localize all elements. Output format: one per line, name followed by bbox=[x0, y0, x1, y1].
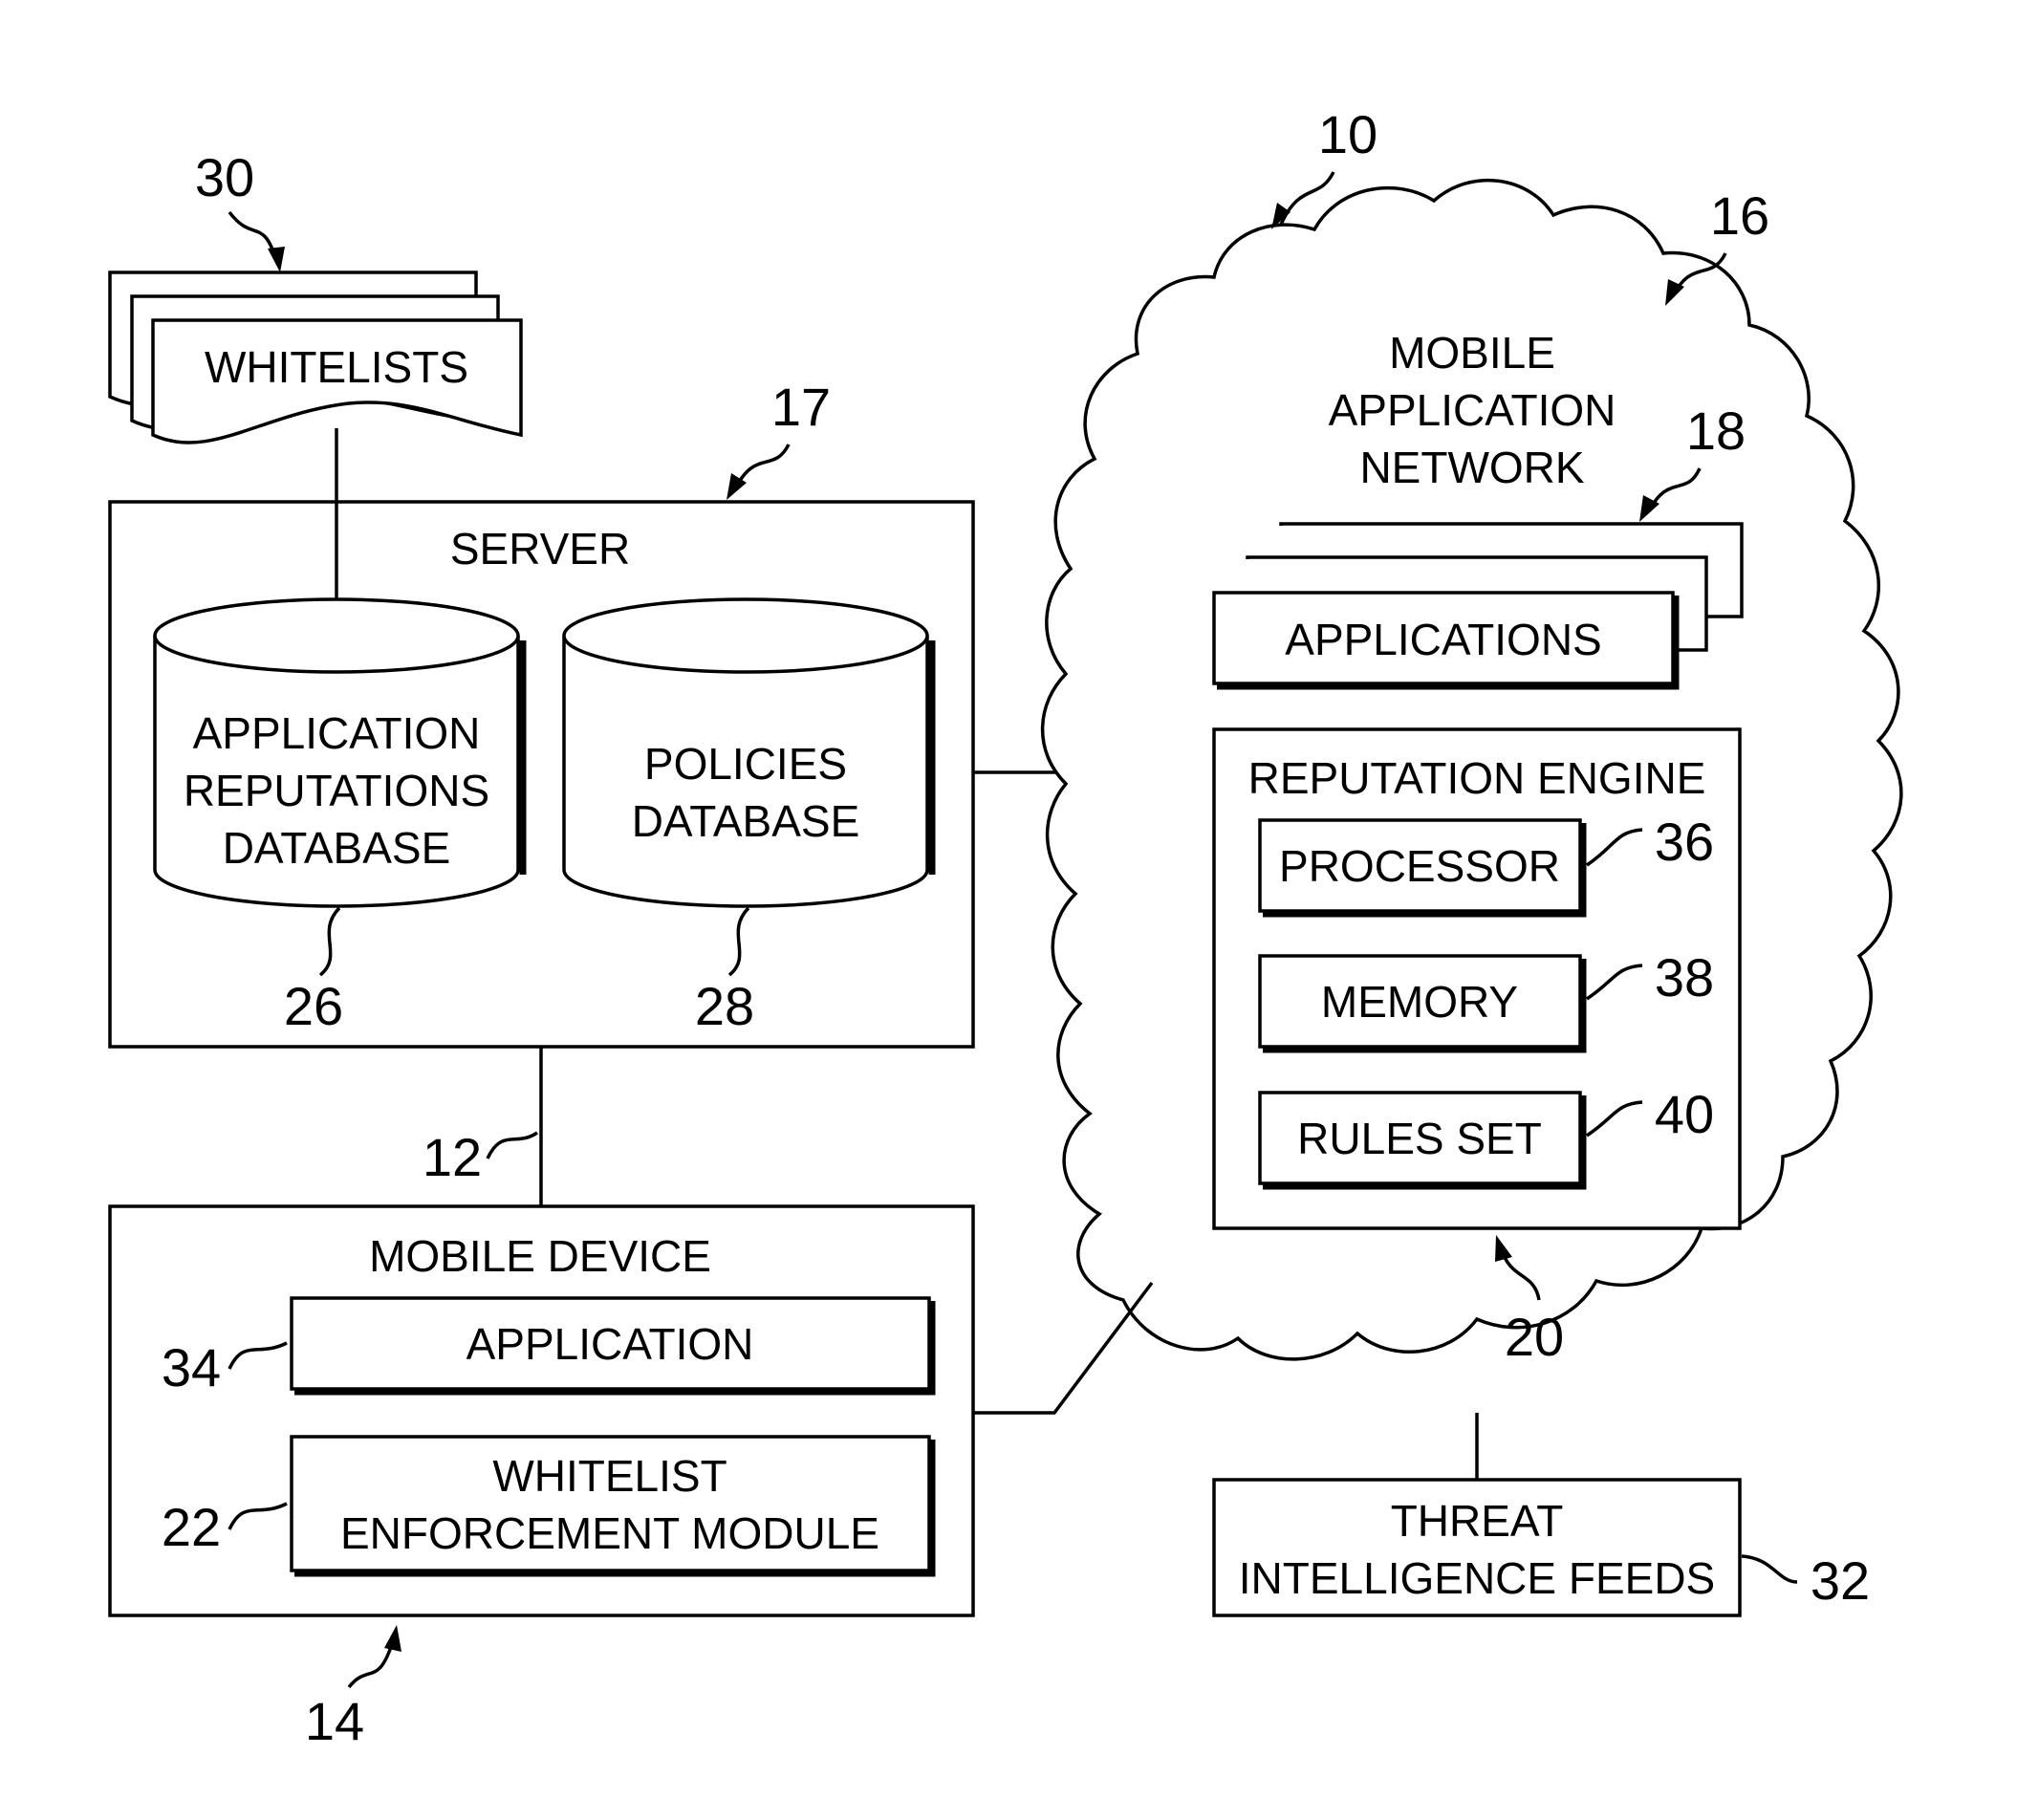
ref-40: 40 bbox=[1655, 1084, 1714, 1144]
ref-18: 18 bbox=[1686, 401, 1746, 461]
ref-28: 28 bbox=[695, 976, 754, 1036]
ref-16: 16 bbox=[1710, 185, 1769, 246]
ref-12: 12 bbox=[423, 1127, 482, 1187]
application-box: APPLICATION bbox=[292, 1298, 932, 1392]
wem-label-1: WHITELIST bbox=[492, 1451, 727, 1501]
ref-17: 17 bbox=[771, 377, 831, 437]
memory-label: MEMORY bbox=[1321, 977, 1518, 1027]
app-rep-db-label-1: APPLICATION bbox=[193, 708, 481, 758]
policies-database: POLICIES DATABASE bbox=[564, 599, 932, 906]
ref-30: 30 bbox=[195, 147, 254, 207]
ref-14-arrowhead bbox=[384, 1625, 401, 1652]
ref-34: 34 bbox=[162, 1337, 221, 1398]
ref-36: 36 bbox=[1655, 812, 1714, 872]
wem-label-2: ENFORCEMENT MODULE bbox=[340, 1508, 879, 1558]
ref-22: 22 bbox=[162, 1497, 221, 1557]
ref-38: 38 bbox=[1655, 947, 1714, 1008]
ref-32: 32 bbox=[1811, 1550, 1870, 1611]
policies-db-label-2: DATABASE bbox=[632, 796, 860, 846]
network-label-line-1: MOBILE bbox=[1389, 328, 1555, 378]
rules-set-label: RULES SET bbox=[1297, 1114, 1542, 1163]
reputation-engine-label: REPUTATION ENGINE bbox=[1248, 753, 1706, 803]
network-label-line-3: NETWORK bbox=[1359, 443, 1584, 492]
threat-label-2: INTELLIGENCE FEEDS bbox=[1239, 1553, 1715, 1603]
application-reputations-database: APPLICATION REPUTATIONS DATABASE bbox=[155, 599, 523, 906]
whitelists-documents: WHITELISTS bbox=[110, 272, 521, 443]
server-label: SERVER bbox=[450, 524, 630, 574]
processor-label: PROCESSOR bbox=[1279, 841, 1560, 891]
ref-30-arrowhead bbox=[268, 247, 285, 272]
ref-20-arrowhead bbox=[1495, 1235, 1512, 1262]
applications-label: APPLICATIONS bbox=[1285, 615, 1601, 664]
app-rep-db-label-2: REPUTATIONS bbox=[184, 766, 489, 815]
ref-10: 10 bbox=[1318, 104, 1377, 164]
policies-db-label-1: POLICIES bbox=[644, 739, 847, 789]
whitelist-enforcement-module-box: WHITELIST ENFORCEMENT MODULE bbox=[292, 1437, 932, 1573]
threat-intelligence-feeds-box: THREAT INTELLIGENCE FEEDS bbox=[1214, 1480, 1740, 1615]
whitelists-label: WHITELISTS bbox=[205, 342, 468, 392]
threat-label-1: THREAT bbox=[1391, 1496, 1564, 1546]
app-rep-db-label-3: DATABASE bbox=[223, 823, 451, 873]
processor-box: PROCESSOR bbox=[1260, 820, 1583, 914]
ref-14: 14 bbox=[305, 1691, 364, 1751]
memory-box: MEMORY bbox=[1260, 956, 1583, 1050]
rules-set-box: RULES SET bbox=[1260, 1093, 1583, 1186]
mobile-device-label: MOBILE DEVICE bbox=[369, 1231, 711, 1281]
applications-stack: APPLICATIONS bbox=[1214, 524, 1742, 686]
ref-26: 26 bbox=[284, 976, 343, 1036]
ref-20: 20 bbox=[1505, 1307, 1564, 1367]
application-label: APPLICATION bbox=[466, 1319, 754, 1369]
network-label-line-2: APPLICATION bbox=[1329, 385, 1616, 435]
